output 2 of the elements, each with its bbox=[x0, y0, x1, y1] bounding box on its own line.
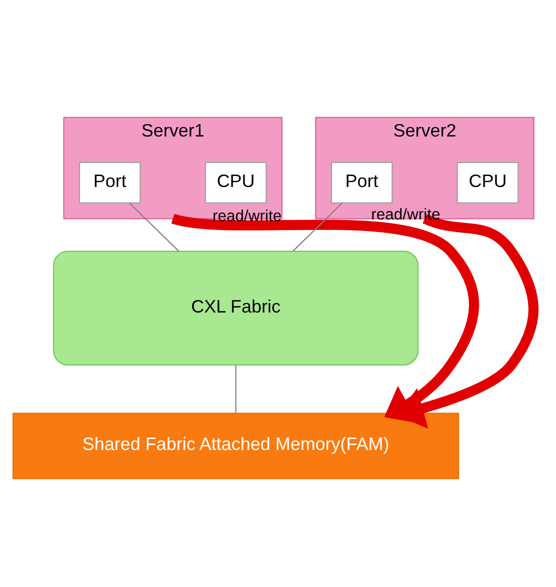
edge-label: read/write bbox=[212, 208, 282, 225]
edge-label: read/write bbox=[371, 206, 440, 224]
